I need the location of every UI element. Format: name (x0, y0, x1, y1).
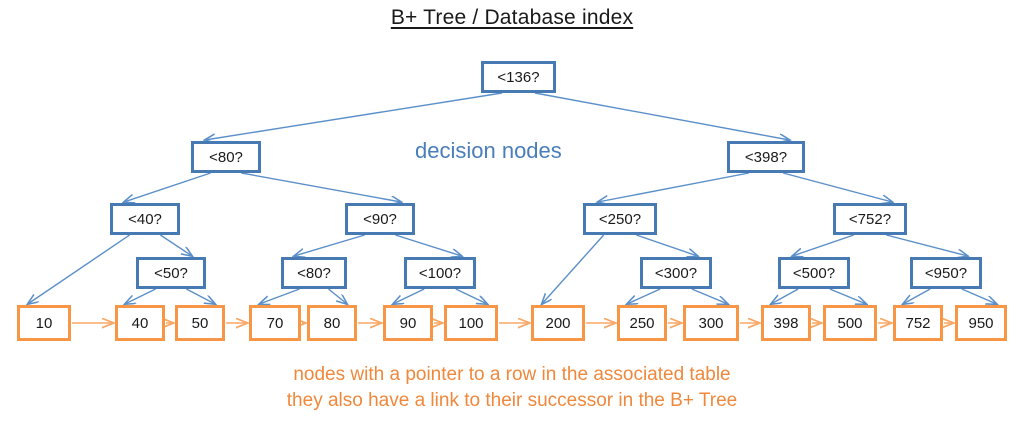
leaf-node[interactable]: 90 (383, 305, 433, 341)
leaf-node[interactable]: 70 (249, 305, 301, 341)
tree-edge (961, 288, 997, 304)
leaf-node[interactable]: 50 (175, 305, 225, 341)
leaf-node[interactable]: 200 (531, 305, 585, 341)
tree-edge (542, 234, 605, 304)
tree-edge (294, 234, 365, 256)
leaf-node[interactable]: 300 (683, 305, 739, 341)
decision-node[interactable]: <40? (110, 203, 180, 235)
tree-edge (393, 288, 425, 304)
decision-node[interactable]: <80? (191, 141, 261, 173)
leaf-node[interactable]: 398 (761, 305, 811, 341)
tree-edge (691, 288, 728, 304)
leaf-node[interactable]: 10 (17, 305, 71, 341)
tree-edge (28, 234, 130, 304)
decision-node[interactable]: <80? (281, 257, 347, 289)
tree-edge (627, 288, 661, 304)
tree-edge (829, 288, 866, 304)
tree-edge (598, 172, 749, 202)
leaf-node[interactable]: 500 (823, 305, 877, 341)
leaf-node[interactable]: 752 (893, 305, 943, 341)
tree-edge (205, 92, 503, 140)
tree-edge (636, 234, 697, 256)
tree-edge (186, 288, 215, 304)
decision-node[interactable]: <300? (640, 257, 712, 289)
leaf-node[interactable]: 100 (444, 305, 498, 341)
decision-node[interactable]: <398? (727, 141, 805, 173)
tree-edge (782, 172, 892, 202)
decision-node[interactable]: <500? (778, 257, 850, 289)
tree-edge (125, 288, 156, 304)
tree-edge (455, 288, 487, 304)
tree-edge (903, 288, 931, 304)
tree-edge (534, 92, 789, 140)
decision-node[interactable]: <90? (345, 203, 415, 235)
tree-edge (886, 234, 967, 256)
tree-edge (124, 172, 211, 202)
tree-edge (328, 288, 347, 304)
leaf-node[interactable]: 40 (115, 305, 165, 341)
decision-node[interactable]: <250? (583, 203, 657, 235)
leaf-node[interactable]: 950 (955, 305, 1007, 341)
tree-edge (771, 288, 799, 304)
tree-edge (241, 172, 401, 202)
tree-edge (259, 288, 300, 304)
tree-edge (160, 234, 192, 256)
tree-edge (792, 234, 854, 256)
caption-line-1: nodes with a pointer to a row in the ass… (293, 364, 731, 385)
decision-nodes-label: decision nodes (415, 138, 562, 163)
leaf-caption: nodes with a pointer to a row in the ass… (0, 362, 1024, 414)
leaf-node[interactable]: 80 (307, 305, 357, 341)
caption-line-2: they also have a link to their successor… (286, 390, 738, 411)
page-title: B+ Tree / Database index (390, 6, 634, 29)
leaf-node[interactable]: 250 (617, 305, 667, 341)
decision-node[interactable]: <950? (910, 257, 982, 289)
decision-node[interactable]: <752? (833, 203, 907, 235)
decision-node[interactable]: <100? (404, 257, 476, 289)
decision-node[interactable]: <136? (481, 61, 556, 93)
decision-node[interactable]: <50? (136, 257, 206, 289)
tree-edge (395, 234, 461, 256)
